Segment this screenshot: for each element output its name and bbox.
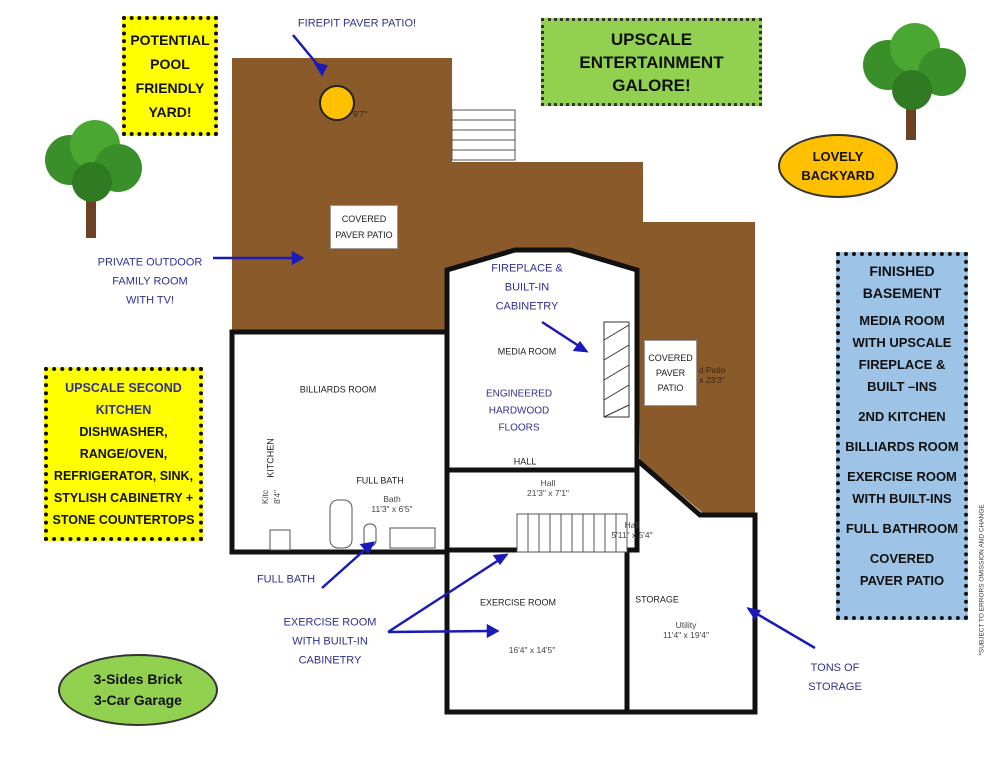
callout-line: STYLISH CABINETRY + bbox=[53, 491, 194, 505]
entertainment-callout: UPSCALE ENTERTAINMENT GALORE! bbox=[541, 18, 762, 106]
exercise-room-label: EXERCISE ROOM bbox=[479, 597, 557, 608]
callout-line: UPSCALE bbox=[610, 29, 693, 49]
label-line: d Patio bbox=[698, 365, 726, 375]
media-room-label: MEDIA ROOM bbox=[497, 346, 557, 357]
callout-line: FRIENDLY bbox=[135, 80, 205, 96]
label-line: CABINETRY bbox=[495, 300, 559, 313]
basement-item: BILLIARDS ROOM bbox=[845, 439, 959, 454]
callout-line: REFRIGERATOR, SINK, bbox=[53, 469, 194, 483]
label-line: PATIO bbox=[657, 382, 684, 393]
hall-label: HALL bbox=[513, 456, 537, 467]
fireplace-icon bbox=[603, 321, 630, 418]
callout-line: RANGE/OVEN, bbox=[79, 447, 168, 461]
basement-item: EXERCISE ROOM WITH BUILT-INS bbox=[847, 469, 957, 506]
storage-label: TONS OF STORAGE bbox=[808, 659, 862, 697]
exercise-label: EXERCISE ROOM WITH BUILT-IN CABINETRY bbox=[284, 614, 377, 671]
patio-stairs bbox=[451, 109, 516, 161]
callout-line: YARD! bbox=[148, 104, 192, 120]
covered-patio-box-2: COVERED PAVER PATIO bbox=[644, 340, 697, 406]
storage-room-label: STORAGE bbox=[635, 594, 679, 605]
kitc-dim: 8'4" bbox=[272, 489, 282, 505]
basement-title: FINISHED bbox=[869, 263, 935, 279]
label-line: Bath bbox=[383, 494, 401, 504]
callout-line: UPSCALE SECOND bbox=[65, 381, 182, 395]
hall-dim: Hall 21'3" x 7'1" bbox=[527, 478, 569, 498]
basement-item: MEDIA ROOM WITH UPSCALE FIREPLACE & BUIL… bbox=[852, 313, 952, 394]
garage-callout: 3-Sides Brick 3-Car Garage bbox=[58, 654, 218, 726]
label-line: WITH TV! bbox=[125, 294, 175, 307]
full-bath-label: FULL BATH bbox=[256, 573, 316, 586]
callout-line: POTENTIAL bbox=[130, 32, 210, 48]
bath-fixtures bbox=[269, 499, 436, 551]
label-line: WITH BUILT-IN bbox=[292, 635, 368, 648]
label-line: CABINETRY bbox=[298, 654, 362, 667]
label-line: Hall bbox=[624, 520, 640, 530]
label-line: ENGINEERED bbox=[485, 388, 553, 400]
exercise-dim: 16'4" x 14'5" bbox=[508, 645, 556, 655]
basement-item: 2ND KITCHEN bbox=[858, 409, 946, 424]
callout-line: ENTERTAINMENT bbox=[579, 52, 724, 72]
callout-arrows bbox=[213, 34, 816, 650]
label-line: 5'11" x 5'4" bbox=[611, 530, 653, 540]
tree-icon-left bbox=[45, 120, 142, 238]
callout-line: POOL bbox=[150, 56, 190, 72]
label-line: FIREPLACE & bbox=[491, 262, 563, 275]
basement-item: COVERED PAVER PATIO bbox=[859, 551, 945, 588]
pool-yard-callout: POTENTIAL POOL FRIENDLY YARD! bbox=[122, 16, 218, 136]
second-kitchen-callout: UPSCALE SECOND KITCHEN DISHWASHER, RANGE… bbox=[44, 367, 203, 541]
tree-icon-right bbox=[863, 23, 966, 140]
label-line: Utility bbox=[675, 620, 697, 630]
label-line: Hall bbox=[540, 478, 556, 488]
label-line: PAVER PATIO bbox=[335, 230, 393, 240]
label-line: FLOORS bbox=[498, 422, 540, 434]
callout-line: STONE COUNTERTOPS bbox=[52, 513, 195, 527]
firepit-label: FIREPIT PAVER PATIO! bbox=[297, 17, 417, 30]
basement-title: BASEMENT bbox=[862, 285, 942, 301]
floors-label: ENGINEERED HARDWOOD FLOORS bbox=[486, 386, 552, 437]
disclaimer: *SUBJECT TO ERRORS OMISSION AND CHANGE bbox=[978, 504, 986, 656]
kitchen-label: KITCHEN bbox=[265, 438, 276, 478]
label-line: COVERED bbox=[648, 352, 693, 363]
label-line: TONS OF bbox=[810, 662, 860, 674]
label-line: PRIVATE OUTDOOR bbox=[97, 256, 203, 269]
fireplace-label: FIREPLACE & BUILT-IN CABINETRY bbox=[491, 260, 563, 317]
staircase bbox=[516, 513, 628, 553]
basement-callout: FINISHED BASEMENT MEDIA ROOM WITH UPSCAL… bbox=[836, 252, 968, 620]
kitc-label: Kitc bbox=[260, 489, 270, 505]
utility-dim: Utility 11'4" x 19'4" bbox=[663, 620, 709, 640]
label-line: EXERCISE ROOM bbox=[283, 616, 377, 629]
billiards-room-label: BILLIARDS ROOM bbox=[299, 384, 377, 395]
label-line: x 23'3" bbox=[699, 375, 725, 385]
label-line: HARDWOOD bbox=[488, 405, 550, 417]
callout-line: BACKYARD bbox=[801, 168, 875, 183]
covered-patio-box: COVERED PAVER PATIO bbox=[330, 205, 398, 249]
callout-line: GALORE! bbox=[612, 75, 691, 95]
callout-line: KITCHEN bbox=[95, 403, 152, 417]
firepit-dim: 9'7" bbox=[352, 109, 368, 119]
full-bath-room-label: FULL BATH bbox=[356, 475, 404, 486]
label-line: 21'3" x 7'1" bbox=[527, 488, 569, 498]
hall2-dim: Hall 5'11" x 5'4" bbox=[611, 520, 652, 540]
basement-item: FULL BATHROOM bbox=[845, 521, 959, 536]
label-line: PAVER bbox=[655, 367, 686, 378]
callout-line: 3-Sides Brick bbox=[93, 671, 183, 687]
outdoor-family-label: PRIVATE OUTDOOR FAMILY ROOM WITH TV! bbox=[98, 254, 203, 311]
callout-line: 3-Car Garage bbox=[94, 692, 182, 708]
label-line: FAMILY ROOM bbox=[112, 275, 188, 288]
patio-dim: d Patio x 23'3" bbox=[699, 365, 725, 385]
label-line: 11'3" x 6'5" bbox=[371, 504, 413, 514]
label-line: COVERED bbox=[341, 214, 387, 224]
interior bbox=[229, 247, 758, 715]
callout-line: DISHWASHER, bbox=[79, 425, 168, 439]
firepit-icon bbox=[319, 85, 355, 121]
bath-label: Bath 11'3" x 6'5" bbox=[371, 494, 412, 514]
backyard-callout: LOVELY BACKYARD bbox=[778, 134, 898, 198]
label-line: BUILT-IN bbox=[504, 281, 550, 294]
label-line: 11'4" x 19'4" bbox=[663, 630, 709, 640]
label-line: STORAGE bbox=[808, 681, 862, 693]
callout-line: LOVELY bbox=[812, 149, 864, 164]
